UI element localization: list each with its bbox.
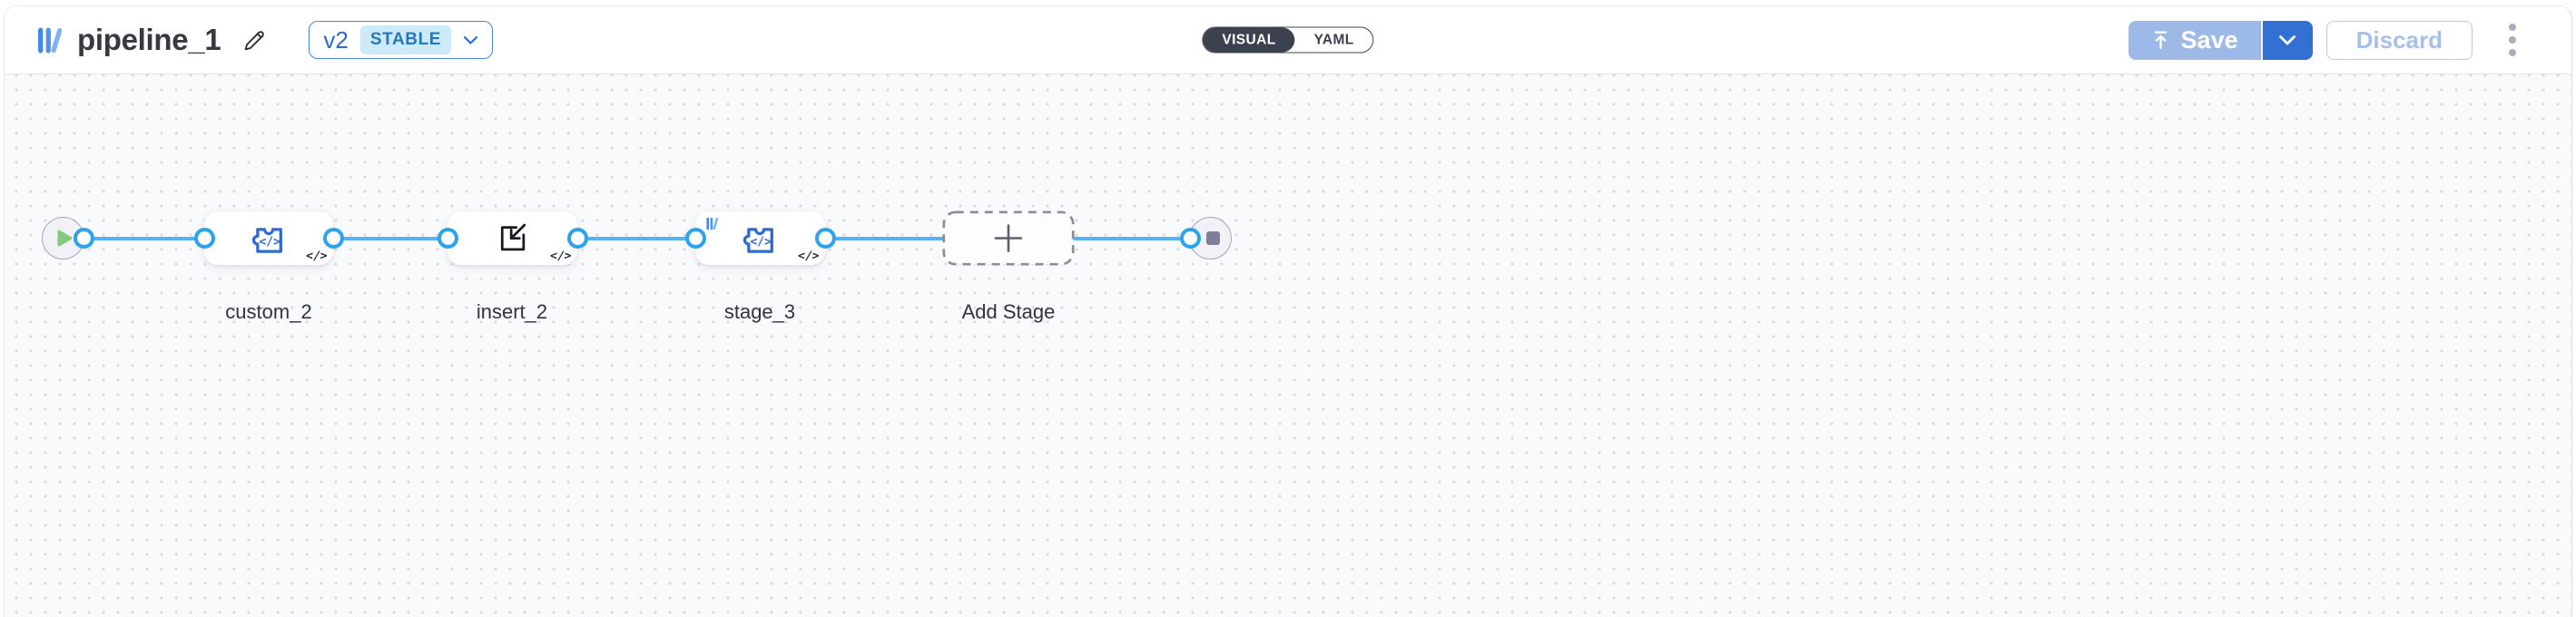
edge-custom2-insert2 (333, 237, 447, 240)
stage-node-insert-2[interactable]: </> (447, 211, 577, 265)
port-custom2-in[interactable] (193, 228, 215, 249)
svg-text:</>: </> (259, 235, 280, 249)
edge-start-custom2 (84, 237, 204, 240)
library-logo-icon (704, 217, 720, 235)
code-badge: </> (304, 250, 328, 263)
edit-title-button[interactable] (240, 24, 270, 55)
stage-label-stage-3: stage_3 (723, 300, 796, 323)
save-button-label: Save (2180, 25, 2238, 54)
version-selector[interactable]: v2 STABLE (309, 21, 494, 59)
stop-icon (1206, 231, 1220, 245)
play-icon (57, 230, 73, 247)
app-logo-icon (37, 26, 62, 54)
pencil-icon (242, 27, 268, 53)
stage-label-insert-2: insert_2 (476, 300, 548, 323)
page-title: pipeline_1 (77, 23, 221, 56)
add-stage-label: Add Stage (961, 300, 1056, 323)
port-end-in[interactable] (1179, 228, 1201, 249)
port-insert2-in[interactable] (437, 228, 458, 249)
code-badge: </> (796, 250, 820, 263)
version-label: v2 (323, 25, 349, 54)
svg-text:</>: </> (750, 235, 772, 249)
edge-insert2-stage3 (577, 237, 695, 240)
header-actions: Save Discard (2128, 19, 2528, 61)
version-status-badge: STABLE (359, 25, 452, 54)
chevron-down-icon (463, 35, 478, 45)
tab-yaml[interactable]: YAML (1313, 32, 1354, 47)
upload-icon (2151, 30, 2170, 51)
port-custom2-out[interactable] (322, 228, 344, 249)
save-options-button[interactable] (2262, 20, 2313, 60)
plus-icon (994, 224, 1023, 252)
box-arrow-in-icon (495, 220, 530, 256)
more-options-button[interactable] (2497, 19, 2528, 61)
header: pipeline_1 v2 STABLE VISUAL YAML (5, 6, 2571, 74)
puzzle-code-icon: </> (251, 221, 288, 256)
stage-node-custom-2[interactable]: </> </> (204, 211, 333, 265)
port-stage3-out[interactable] (814, 228, 836, 249)
port-stage3-in[interactable] (684, 228, 706, 249)
stage-label-custom-2: custom_2 (225, 300, 312, 323)
code-badge: </> (548, 250, 572, 263)
kebab-dot (2509, 36, 2516, 44)
app-window: pipeline_1 v2 STABLE VISUAL YAML (4, 5, 2572, 617)
port-insert2-out[interactable] (566, 228, 588, 249)
puzzle-code-icon: </> (742, 221, 779, 256)
port-start-out[interactable] (73, 228, 94, 249)
chevron-down-icon (2278, 34, 2296, 46)
tab-visual[interactable]: VISUAL (1203, 27, 1295, 53)
pipeline-start-node[interactable] (42, 217, 84, 260)
mode-toggle: VISUAL YAML (1202, 26, 1374, 54)
kebab-dot (2509, 49, 2516, 56)
save-button[interactable]: Save (2128, 20, 2263, 60)
discard-button[interactable]: Discard (2325, 20, 2473, 60)
add-stage-button[interactable] (942, 211, 1075, 266)
kebab-dot (2509, 24, 2516, 31)
save-split-button: Save (2128, 20, 2313, 60)
pipeline-canvas[interactable]: </> </> </> (5, 74, 2571, 617)
stage-node-stage-3[interactable]: </> </> (695, 211, 825, 265)
